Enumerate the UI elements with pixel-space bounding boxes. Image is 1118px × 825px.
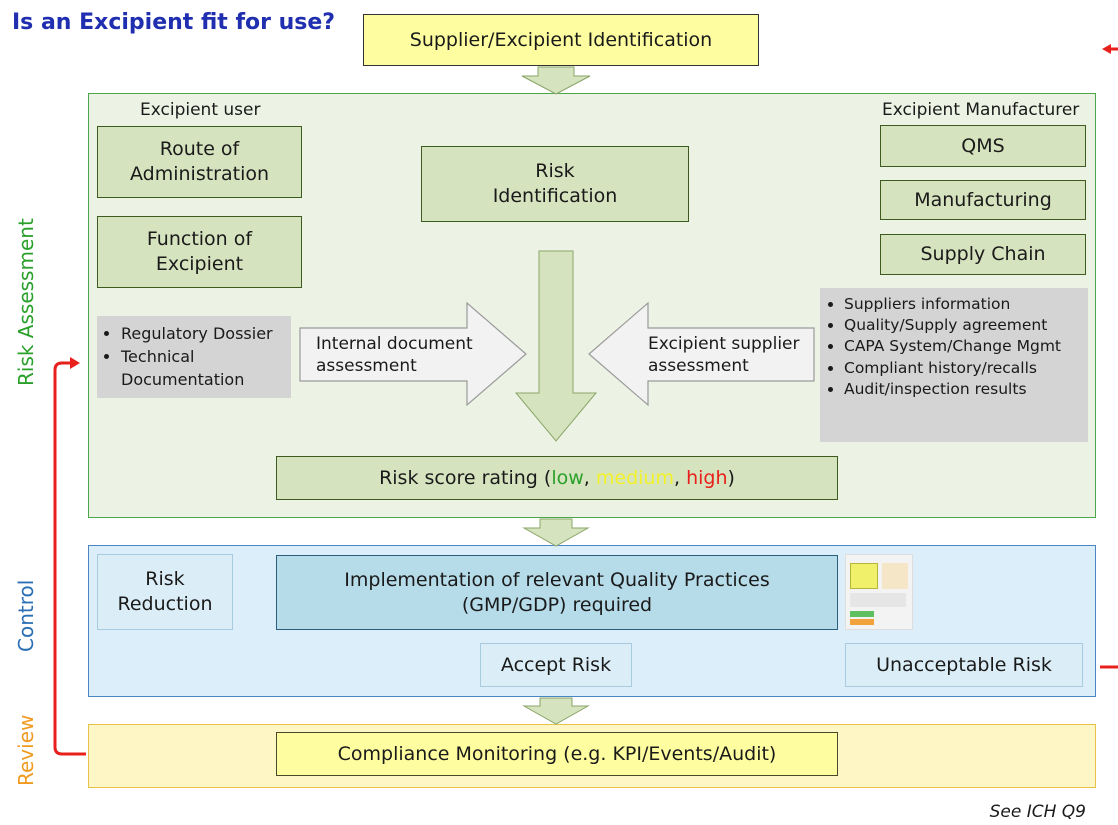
supplier-assessment-arrow: [588, 301, 815, 407]
risk-score-sep: ,: [583, 466, 596, 489]
route-line-2: Administration: [129, 163, 270, 185]
footer-reference: See ICH Q9: [989, 802, 1086, 822]
supplier-identification-label: Supplier/Excipient Identification: [409, 28, 713, 51]
internal-assessment-line-1: Internal document: [316, 334, 473, 354]
function-of-excipient-box: Function of Excipient: [97, 216, 302, 288]
feedback-arrowhead-top: [1102, 44, 1111, 54]
risk-reduction-box: Risk Reduction: [97, 554, 233, 630]
risk-identification-box: Risk Identification: [421, 146, 689, 222]
function-line-1: Function of: [146, 228, 253, 251]
thumbnail-block-yellow: [850, 563, 878, 589]
flow-arrow-1: [521, 66, 591, 95]
route-line-1: Route of: [159, 138, 240, 161]
internal-assessment-line-2: assessment: [316, 356, 417, 377]
compliance-monitoring-label: Compliance Monitoring (e.g. KPI/Events/A…: [337, 742, 777, 765]
qms-box: QMS: [880, 125, 1086, 167]
phase-label-risk-assessment: Risk Assessment: [14, 218, 38, 386]
supplier-document-item: Quality/Supply agreement: [844, 315, 1080, 336]
supplier-assessment-label: Excipient supplier assessment: [648, 333, 800, 377]
flow-arrow-3: [522, 697, 590, 725]
supply-chain-box: Supply Chain: [880, 234, 1086, 275]
implementation-box: Implementation of relevant Quality Pract…: [276, 555, 838, 630]
feedback-arrowhead-left: [70, 357, 80, 369]
flow-arrow-2: [522, 518, 590, 547]
supplier-documents-list: Suppliers information Quality/Supply agr…: [828, 294, 1080, 400]
internal-assessment-label: Internal document assessment: [316, 333, 473, 377]
unacceptable-risk-label: Unacceptable Risk: [876, 653, 1052, 676]
phase-label-review: Review: [14, 714, 38, 786]
thumbnail-image: [845, 554, 913, 630]
diagram-title: Is an Excipient fit for use?: [12, 10, 336, 35]
internal-document-item: Regulatory Dossier: [121, 322, 283, 345]
unacceptable-risk-box: Unacceptable Risk: [845, 643, 1083, 687]
supplier-document-item: Suppliers information: [844, 294, 1080, 315]
risk-score-label: Risk score rating (low, medium, high): [379, 466, 735, 491]
risk-score-low: low: [551, 466, 584, 489]
implementation-line-1: Implementation of relevant Quality Pract…: [344, 568, 770, 591]
route-of-administration-box: Route of Administration: [97, 126, 302, 198]
supplier-assessment-line-2: assessment: [648, 356, 749, 377]
feedback-line-left: [53, 361, 86, 756]
risk-score-high: high: [686, 466, 728, 489]
supplier-document-item: Audit/inspection results: [844, 379, 1080, 400]
risk-score-suffix: ): [727, 466, 735, 489]
compliance-monitoring-box: Compliance Monitoring (e.g. KPI/Events/A…: [276, 732, 838, 776]
qms-label: QMS: [961, 134, 1005, 157]
accept-risk-label: Accept Risk: [500, 653, 612, 676]
internal-documents-box: Regulatory Dossier Technical Documentati…: [97, 316, 291, 398]
internal-documents-list: Regulatory Dossier Technical Documentati…: [105, 322, 283, 392]
manufacturing-label: Manufacturing: [914, 188, 1052, 211]
phase-label-control: Control: [14, 579, 38, 652]
risk-score-sep: ,: [673, 466, 687, 489]
risk-score-medium: medium: [595, 466, 674, 489]
central-down-arrow: [514, 250, 598, 442]
thumbnail-lines: [850, 593, 906, 607]
risk-reduction-line-1: Risk: [145, 568, 185, 591]
risk-score-prefix: Risk score rating (: [379, 466, 552, 489]
supplier-identification-box: Supplier/Excipient Identification: [363, 14, 759, 66]
risk-score-rating-box: Risk score rating (low, medium, high): [276, 456, 838, 500]
supply-chain-label: Supply Chain: [920, 243, 1046, 266]
accept-risk-box: Accept Risk: [480, 643, 632, 687]
internal-document-item: Technical Documentation: [121, 345, 283, 391]
thumbnail-orange-bar: [850, 619, 874, 625]
thumbnail-block-right: [882, 563, 908, 589]
risk-id-line-2: Identification: [492, 185, 618, 207]
risk-id-line-1: Risk: [535, 160, 575, 183]
manufacturing-box: Manufacturing: [880, 180, 1086, 220]
implementation-line-2: (GMP/GDP) required: [461, 593, 653, 616]
excipient-user-heading: Excipient user: [140, 100, 261, 120]
supplier-assessment-line-1: Excipient supplier: [648, 334, 800, 354]
excipient-manufacturer-heading: Excipient Manufacturer: [882, 100, 1080, 120]
supplier-document-item: Compliant history/recalls: [844, 358, 1080, 379]
thumbnail-green-bar: [850, 611, 874, 617]
function-line-2: Excipient: [155, 253, 244, 275]
supplier-documents-box: Suppliers information Quality/Supply agr…: [820, 288, 1088, 442]
internal-assessment-arrow: [299, 301, 527, 407]
supplier-document-item: CAPA System/Change Mgmt: [844, 336, 1080, 357]
risk-reduction-line-2: Reduction: [117, 593, 213, 615]
